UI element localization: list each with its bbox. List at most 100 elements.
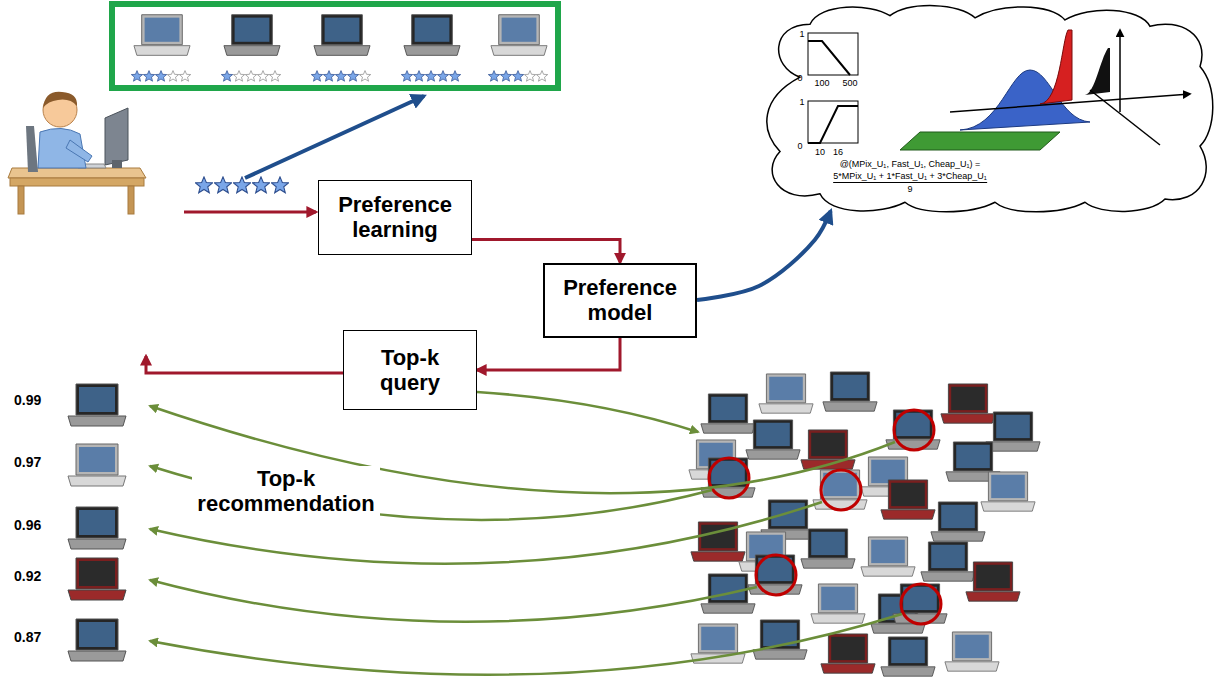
star [143,71,154,82]
query-arrow [477,392,698,432]
laptop-icon [881,637,935,676]
laptop-icon [893,584,947,623]
star-ratings [131,71,547,82]
star [359,71,370,82]
flow-connector [697,211,831,300]
chair [26,126,38,172]
recommended-laptops [68,384,126,661]
laptop-icon [861,537,915,576]
box-label: Top-k query [352,345,468,396]
score: 0.97 [14,454,41,470]
star [500,71,511,82]
laptop-icon [68,444,126,486]
star [335,71,346,82]
laptop-icon [811,584,865,623]
star [425,71,436,82]
star [257,71,268,82]
laptop-icon [404,15,460,56]
selection-circle [709,458,749,498]
laptop-icon [821,634,875,673]
star [195,177,212,193]
cloud-outline [767,6,1213,212]
recommendation-arrow [150,466,712,520]
axis [950,94,1190,112]
score: 0.92 [14,568,41,584]
box-label: Preference model [553,275,687,326]
axis-tick: 1 [799,97,804,108]
axis-tick: 1 [799,29,804,40]
connectors [472,211,831,370]
star [437,71,448,82]
axis-tick: 100 [814,78,829,89]
star [488,71,499,82]
star [413,71,424,82]
desk [10,178,144,186]
selection-circle [901,584,941,624]
cloud-outline [760,3,1216,215]
laptop-icon [68,619,126,661]
axis-tick: 16 [833,147,843,158]
laptop-icon [134,15,190,56]
desk-leg [128,186,134,214]
user-rating-stars [195,177,288,193]
star [269,71,280,82]
formula-text: 9 [907,184,912,195]
axis-tick: 0 [797,73,802,84]
laptop-icon [881,480,935,519]
laptop-icon [701,394,755,433]
star [512,71,523,82]
laptop-icon [801,430,855,469]
laptop-icon [746,420,800,459]
laptop-icon [801,529,855,568]
selection-circle [821,470,861,510]
star [323,71,334,82]
score: 0.99 [14,392,41,408]
star [233,71,244,82]
score: 0.87 [14,629,41,645]
box-label: Preference learning [327,192,463,243]
laptop-icon [823,372,877,411]
star [401,71,412,82]
star [214,177,231,193]
rated-laptops [134,15,547,56]
laptop-icon [941,384,995,423]
distribution [1085,48,1110,95]
monitor-stand [112,160,122,168]
rating-arrow [245,96,424,178]
star [179,71,190,82]
step-label: Top-k recommendation [192,466,380,517]
axis [1090,90,1160,145]
formula-text: 5*MPix_U₁ + 1*Fast_U₁ + 3*Cheap_U₁ [833,171,987,183]
star [536,71,547,82]
axis-tick: 500 [842,78,857,89]
star [524,71,535,82]
flow-arrow [184,211,316,214]
star [131,71,142,82]
laptop-collection [689,372,1040,676]
rated-items-frame [112,4,558,88]
selection-circle [756,555,796,595]
distribution-plot [900,30,1190,150]
star [449,71,460,82]
flow-connector [472,240,620,263]
plot-frame [808,33,858,75]
laptop-icon [314,15,370,56]
recommendation-arrow [150,580,757,622]
process-box: Top-k query [343,330,477,410]
laptop-icon [921,542,975,581]
star [245,71,256,82]
distribution [1040,30,1072,104]
laptop-icon [224,15,280,56]
laptop-icon [491,15,547,56]
axis-tick: 0 [797,141,802,152]
star [252,177,269,193]
process-box: Preference learning [318,180,472,255]
plot-line [808,106,858,143]
laptop-icon [966,562,1020,601]
monitor [105,108,128,165]
plot-frame [808,101,858,143]
laptop-icon [931,502,985,541]
star [311,71,322,82]
